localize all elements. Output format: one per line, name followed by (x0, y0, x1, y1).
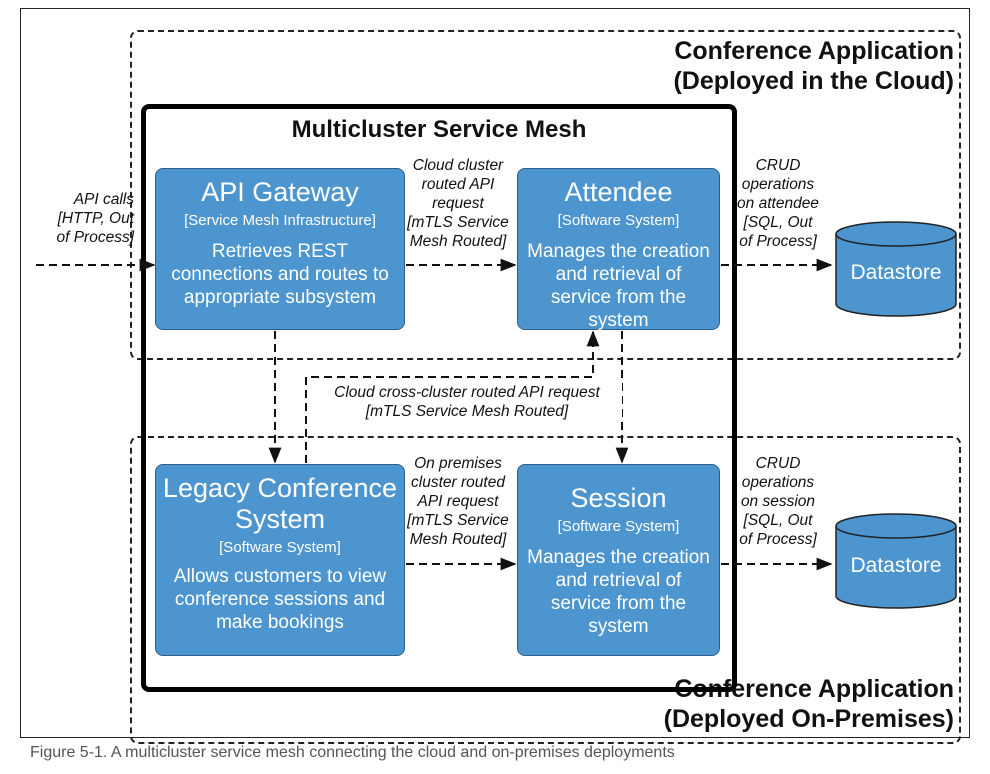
api-calls-label: API calls [HTTP, Out of Process] (56, 191, 134, 246)
onprem-region-title: Conference Application (Deployed On-Prem… (663, 675, 954, 733)
api-gateway-name: API Gateway (201, 177, 359, 207)
datastore-top-label: Datastore (850, 261, 942, 284)
api-gateway-box: API Gateway [Service Mesh Infrastructure… (155, 168, 405, 330)
attendee-box: Attendee [Software System] Manages the c… (517, 168, 720, 331)
multicluster-service-mesh (141, 104, 737, 692)
legacy-kind: [Software System] (219, 539, 341, 556)
attendee-name: Attendee (564, 177, 673, 207)
api-gateway-desc: Retrieves REST connections and routes to… (171, 241, 389, 308)
mesh-title: Multicluster Service Mesh (291, 116, 587, 143)
legacy-to-attendee-arrow (305, 330, 600, 463)
figure-frame (20, 8, 970, 738)
crud-attendee-label: CRUD operations on attendee [SQL, Out of… (737, 157, 819, 250)
onprem-deployment-region (130, 436, 961, 744)
legacy-name: Legacy Conference System (162, 473, 398, 534)
datastore-bottom-label: Datastore (850, 554, 942, 577)
cloud-deployment-region (130, 30, 961, 360)
cross-cluster-label: Cloud cross-cluster routed API request [… (312, 383, 622, 421)
datastore-top-cylinder (835, 221, 957, 317)
legacy-desc: Allows customers to view conference sess… (173, 566, 387, 633)
cloud-routed-label: Cloud cluster routed API request [mTLS S… (407, 157, 509, 250)
session-box: Session [Software System] Manages the cr… (517, 464, 720, 656)
legacy-conference-system-box: Legacy Conference System [Software Syste… (155, 464, 405, 656)
api-gateway-kind: [Service Mesh Infrastructure] (184, 212, 376, 229)
datastore-bottom-cylinder (835, 513, 957, 609)
figure-caption: Figure 5-1. A multicluster service mesh … (30, 744, 675, 761)
crud-session-label: CRUD operations on session [SQL, Out of … (739, 455, 817, 548)
cloud-region-title: Conference Application (Deployed in the … (673, 37, 954, 95)
attendee-kind: [Software System] (557, 212, 680, 229)
onprem-routed-label: On premises cluster routed API request [… (407, 455, 509, 548)
session-desc: Manages the creation and retrieval of se… (527, 547, 710, 637)
session-kind: [Software System] (557, 518, 680, 535)
session-name: Session (570, 483, 667, 513)
attendee-desc: Manages the creation and retrieval of se… (527, 241, 710, 331)
